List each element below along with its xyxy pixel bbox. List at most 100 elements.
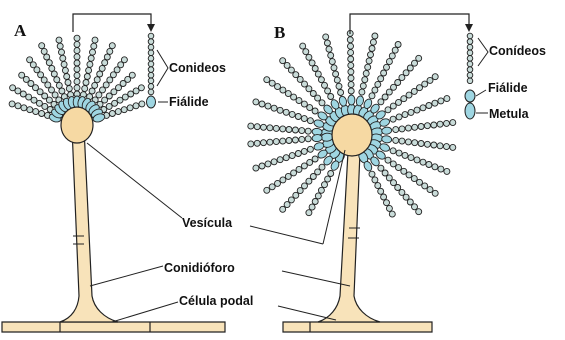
conidium [382, 94, 388, 100]
detail-conidium [148, 39, 154, 45]
conidium [426, 103, 432, 109]
detail-conidium [467, 50, 473, 56]
detail-phialide-a [147, 96, 156, 108]
conidium [275, 84, 281, 90]
conidium [385, 107, 391, 113]
conidium [424, 123, 430, 129]
conidium [107, 48, 113, 54]
conidium [393, 127, 399, 133]
conidium [378, 188, 384, 194]
fialide-pointer-b [476, 90, 486, 96]
conidium [84, 74, 90, 80]
detail-conidium [467, 44, 473, 50]
conidium [324, 40, 330, 46]
conidium [291, 94, 297, 100]
conidium [422, 183, 428, 189]
conidium [372, 177, 378, 183]
conidium [59, 49, 65, 55]
conidium [432, 190, 438, 196]
conidium [325, 88, 331, 94]
conidium [416, 209, 422, 215]
detail-conidium [148, 89, 154, 95]
conidium [381, 194, 387, 200]
conidium [365, 64, 371, 70]
conidium [301, 101, 307, 107]
conidium [248, 123, 254, 129]
conidium [90, 49, 96, 55]
conidium [291, 170, 297, 176]
conidium [307, 118, 313, 124]
conidium [336, 83, 342, 89]
conidium [267, 139, 273, 145]
conidium [359, 89, 365, 95]
conidium [109, 111, 115, 117]
conidium [411, 88, 417, 94]
panel-letter-a: A [14, 21, 27, 40]
conidium [269, 184, 275, 190]
conidium [372, 87, 378, 93]
detail-conidium [148, 61, 154, 67]
conidium [253, 99, 259, 105]
conidium [301, 116, 307, 122]
conidium [348, 88, 354, 94]
conidium [88, 55, 94, 61]
conidium [305, 136, 311, 142]
conidium [326, 46, 332, 52]
conidium [280, 58, 286, 64]
conidium [318, 77, 324, 83]
conidium [295, 114, 301, 120]
conidium [318, 187, 324, 193]
conidium [408, 155, 414, 161]
conidium [310, 174, 316, 180]
conidium [416, 55, 422, 61]
conidium [27, 107, 33, 113]
pointer-vesicula-b-lower [250, 226, 323, 244]
substrate-hypha-a [2, 322, 225, 332]
conidium [412, 124, 418, 130]
conidiophore-stalk-a [60, 128, 118, 322]
conidium [74, 60, 80, 66]
conidium [74, 48, 80, 54]
conidium [369, 46, 375, 52]
conidium [296, 98, 302, 104]
detail-conidium [148, 84, 154, 90]
label-vesicula: Vesícula [182, 216, 233, 230]
conidium [139, 101, 145, 107]
conidium [431, 122, 437, 128]
conidium [386, 59, 392, 65]
conidium [65, 80, 71, 86]
conidium [21, 105, 27, 111]
conidium [438, 98, 444, 104]
panel-letter-b: B [274, 23, 285, 42]
conidium [129, 72, 135, 78]
conidium [384, 64, 390, 70]
conidium [295, 151, 301, 157]
conidium [418, 141, 424, 147]
conidium [406, 92, 412, 98]
detail-conidium [148, 72, 154, 78]
conidium [289, 111, 295, 117]
conidium [399, 126, 405, 132]
detail-conidium [148, 67, 154, 73]
conidium [405, 125, 411, 131]
conidium [305, 128, 311, 134]
conidium [74, 41, 80, 47]
conidium [412, 204, 418, 210]
conidium [292, 127, 298, 133]
conidium [432, 164, 438, 170]
conidium [312, 108, 318, 114]
conidium [348, 56, 354, 62]
conidium [306, 54, 312, 60]
conidium [91, 43, 97, 49]
conidium [86, 67, 92, 73]
conidium [390, 161, 396, 167]
conidium [285, 91, 291, 97]
conidium [259, 101, 265, 107]
conidium [297, 76, 303, 82]
conidium [61, 61, 67, 67]
conidium [329, 59, 335, 65]
conidium [362, 77, 368, 83]
conidium [395, 42, 401, 48]
arrow-head-icon [147, 24, 155, 32]
detail-chain-b [467, 33, 473, 83]
